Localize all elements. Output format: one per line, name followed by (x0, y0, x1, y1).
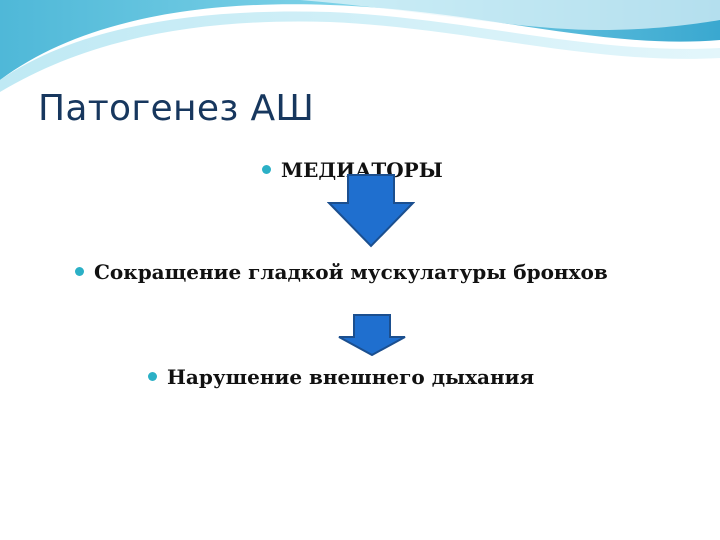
bullet-text: Нарушение внешнего дыхания (167, 365, 535, 389)
down-arrow-icon (327, 174, 415, 248)
bullet-dot-icon (148, 372, 157, 381)
slide-title: Патогенез АШ (38, 88, 315, 129)
bullet-item-respiration-disorder: Нарушение внешнего дыхания (148, 365, 534, 389)
header-wave-decoration (0, 0, 720, 100)
bullet-dot-icon (75, 267, 84, 276)
bullet-text: Сокращение гладкой мускулатуры бронхов (94, 260, 608, 284)
down-arrow-icon (338, 314, 406, 356)
bullet-dot-icon (262, 165, 271, 174)
bullet-item-bronchial-contraction: Сокращение гладкой мускулатуры бронхов (75, 260, 608, 284)
